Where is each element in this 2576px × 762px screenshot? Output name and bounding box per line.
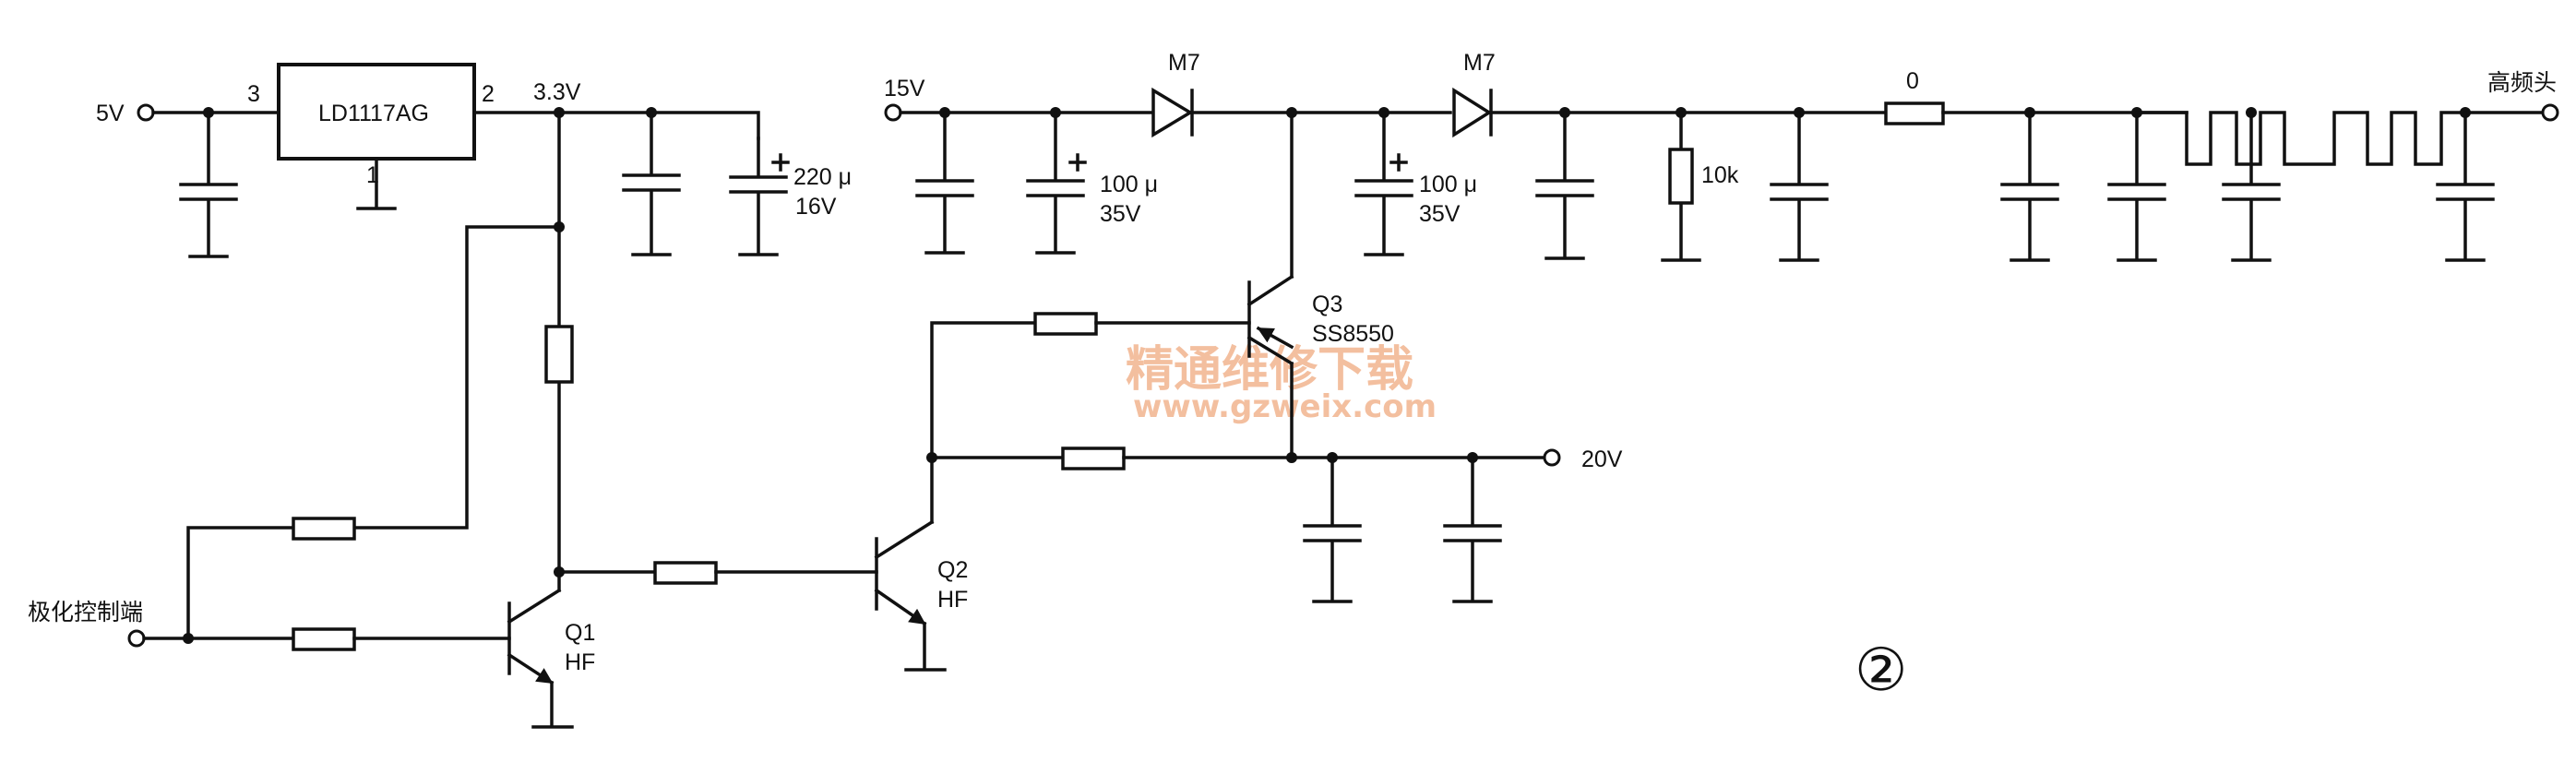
- c100b-voltage: 35V: [1419, 201, 1461, 227]
- q1-type: HF: [565, 649, 595, 675]
- diode-d1: [1151, 87, 1194, 138]
- q2-q3-section: Q2 HF 20V Q3 SS8550: [874, 111, 1623, 672]
- c220-value: 220 μ: [793, 164, 852, 190]
- q1-section: 极化控制端 Q1 HF: [28, 517, 878, 729]
- label-15v: 15V: [884, 76, 925, 101]
- output-section: 15V 100 μ 35V M7 100 μ 35V M7 10k: [884, 50, 2559, 262]
- r0-label: 0: [1906, 68, 1919, 94]
- resistor-q2-base: [653, 561, 718, 585]
- label-hf-output: 高频头: [2487, 69, 2557, 96]
- pullup-resistor: [544, 325, 574, 384]
- pin2-label: 2: [482, 81, 495, 107]
- c100a-voltage: 35V: [1100, 201, 1141, 227]
- q2-name: Q2: [937, 557, 968, 583]
- resistor-lower-ctrl: [292, 627, 356, 651]
- q1-name: Q1: [565, 620, 595, 646]
- resistor-base-pullup: [1061, 446, 1126, 470]
- c100a-value: 100 μ: [1100, 172, 1158, 197]
- stripline-filter: [2135, 111, 2467, 166]
- regulator-label: LD1117AG: [318, 101, 429, 126]
- watermark-url: www.gzweix.com: [1133, 388, 1437, 425]
- q2-type: HF: [937, 587, 968, 613]
- label-3v3: 3.3V: [533, 79, 581, 105]
- c100b-value: 100 μ: [1419, 172, 1477, 197]
- figure-number: ②: [1854, 637, 1907, 705]
- regulator-section: 5V LD1117AG 3 2 1 3.3V 220 μ 16V: [96, 63, 852, 577]
- terminal-20v: [1543, 448, 1561, 467]
- resistor-10k: [1668, 148, 1694, 205]
- label-5v: 5V: [96, 101, 125, 126]
- resistor-upper-ctrl: [292, 517, 356, 541]
- label-pol-ctrl: 极化控制端: [28, 599, 143, 625]
- diode1-label: M7: [1168, 50, 1200, 76]
- q3-name: Q3: [1312, 292, 1342, 317]
- label-20v: 20V: [1581, 446, 1623, 472]
- terminal-pol-ctrl: [127, 629, 146, 648]
- c220-voltage: 16V: [795, 194, 837, 220]
- terminal-5v: [137, 103, 155, 122]
- terminal-hf-output: [2541, 103, 2559, 122]
- ld1117-regulator: [277, 63, 476, 161]
- diode2-label: M7: [1463, 50, 1496, 76]
- resistor-q3-base: [1033, 312, 1098, 336]
- r10k-label: 10k: [1701, 162, 1739, 188]
- resistor-0ohm: [1884, 101, 1945, 125]
- diode-d2: [1452, 87, 1493, 138]
- pin3-label: 3: [247, 81, 260, 107]
- terminal-15v: [884, 103, 902, 122]
- q3-type: SS8550: [1312, 321, 1394, 347]
